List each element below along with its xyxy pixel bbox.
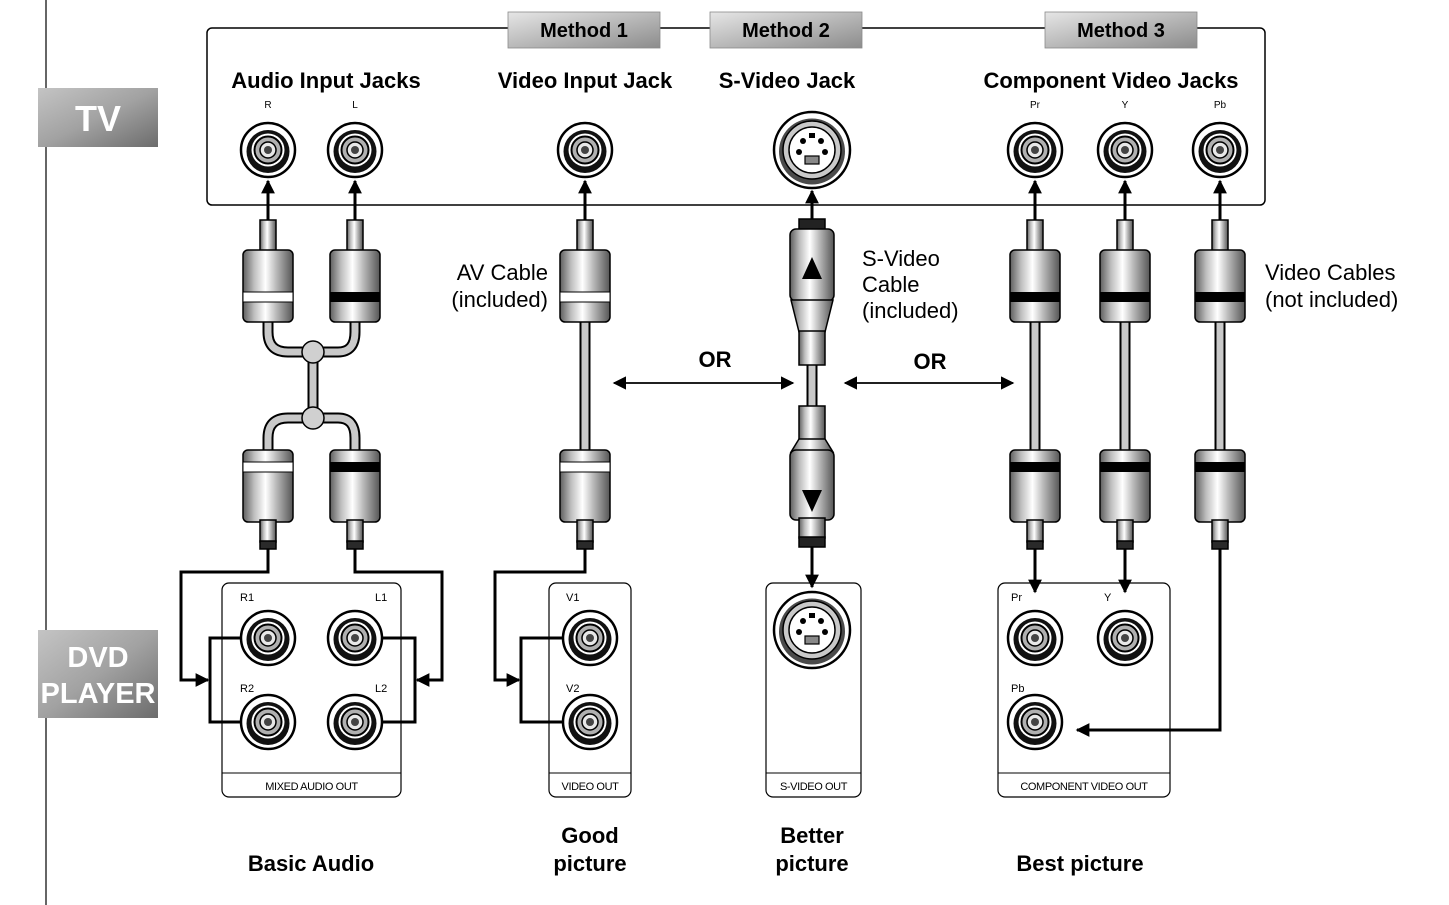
dvd-jack-label-v2: V2 — [566, 683, 579, 695]
svideo-plug-top — [789, 218, 835, 366]
method-2-tab: Method 2 — [709, 11, 863, 49]
tv-component-y-jack-icon — [1096, 121, 1154, 179]
video-wire — [493, 549, 587, 687]
video-cables-caption-line1: Video Cables — [1265, 260, 1395, 285]
dvd-player-label-line2: PLAYER — [41, 678, 156, 710]
dvd-jack-label-l1: L1 — [375, 592, 387, 604]
tv-jack-label-l: L — [352, 100, 358, 111]
av-cable-caption-line2: (included) — [451, 287, 548, 312]
tv-jack-label-r: R — [264, 100, 271, 111]
component-video-out-label: COMPONENT VIDEO OUT — [1020, 781, 1148, 793]
video-input-jack-heading: Video Input Jack — [498, 68, 673, 93]
audio-l-plug-top — [329, 219, 381, 323]
quality-method3: Best picture — [1016, 851, 1143, 876]
mixed-audio-out-label: MIXED AUDIO OUT — [265, 781, 358, 793]
dvd-svideo-jack-icon — [772, 590, 852, 670]
component-pr-plug-bottom — [1009, 449, 1061, 550]
or-label-2: OR — [914, 349, 947, 374]
tv-label: TV — [75, 98, 121, 139]
audio-cable-junction-top — [301, 340, 325, 364]
method-3-tab: Method 3 — [1044, 11, 1198, 49]
method-1-label: Method 1 — [540, 20, 628, 42]
dvd-component-pb-jack-icon — [1006, 693, 1064, 751]
dvd-jack-label-r2: R2 — [240, 683, 254, 695]
video-plug-top — [559, 219, 611, 323]
dvd-player-label-line1: DVD — [67, 642, 128, 674]
dvd-component-pr-jack-icon — [1006, 609, 1064, 667]
dvd-video-v1-jack-icon — [561, 609, 619, 667]
tv-svideo-jack-icon — [772, 110, 852, 190]
svideo-cable-caption-line3: (included) — [862, 298, 959, 323]
quality-method2-line2: picture — [775, 851, 848, 876]
audio-cable-tube — [262, 320, 361, 452]
dvd-jack-label-y: Y — [1104, 592, 1112, 604]
svideo-cable-caption-line2: Cable — [862, 272, 919, 297]
tv-audio-l-jack-icon — [326, 121, 384, 179]
video-bracket — [519, 636, 563, 724]
dvd-jack-label-pb: Pb — [1011, 683, 1024, 695]
svideo-down-arrow-icon — [802, 490, 822, 512]
dvd-jack-label-v1: V1 — [566, 592, 579, 604]
component-cable-tubes — [1029, 320, 1226, 452]
component-pb-plug-bottom — [1194, 449, 1246, 550]
video-plug-bottom — [559, 449, 611, 550]
audio-l-bracket — [382, 636, 417, 724]
tv-jack-label-pr: Pr — [1030, 100, 1041, 111]
svideo-plug-bottom — [789, 405, 835, 548]
svideo-up-arrow-icon — [802, 257, 822, 279]
component-y-plug-bottom — [1099, 449, 1151, 550]
dvd-video-v2-jack-icon — [561, 693, 619, 751]
tv-component-pr-jack-icon — [1006, 121, 1064, 179]
component-pb-plug-top — [1194, 219, 1246, 323]
dvd-audio-r2-jack-icon — [239, 693, 297, 751]
audio-r-plug-top — [242, 219, 294, 323]
tv-video-jack-icon — [556, 121, 614, 179]
audio-l-wire — [353, 549, 444, 687]
dvd-jack-label-l2: L2 — [375, 683, 387, 695]
svideo-jack-heading: S-Video Jack — [719, 68, 856, 93]
tv-audio-r-jack-icon — [239, 121, 297, 179]
tv-device-tag: TV — [38, 88, 158, 147]
quality-method1-line1: Good — [561, 823, 618, 848]
dvd-player-device-tag: DVD PLAYER — [38, 630, 158, 718]
quality-basic-audio: Basic Audio — [248, 851, 374, 876]
dvd-audio-l2-jack-icon — [326, 693, 384, 751]
audio-r-wire — [179, 549, 270, 687]
tv-component-pb-jack-icon — [1191, 121, 1249, 179]
method-2-label: Method 2 — [742, 20, 830, 42]
method-1-tab: Method 1 — [507, 11, 661, 49]
svideo-cable-caption-line1: S-Video — [862, 246, 940, 271]
av-cable-caption-line1: AV Cable — [457, 260, 548, 285]
svideo-out-label: S-VIDEO OUT — [780, 781, 848, 793]
audio-input-jacks-heading: Audio Input Jacks — [231, 68, 420, 93]
audio-r-plug-bottom — [242, 449, 294, 550]
dvd-jack-label-pr: Pr — [1011, 592, 1022, 604]
audio-cable-junction-bottom — [301, 406, 325, 430]
video-out-label: VIDEO OUT — [562, 781, 620, 793]
audio-r-bracket — [208, 636, 241, 724]
tv-jack-label-pb: Pb — [1214, 100, 1227, 111]
quality-method1-line2: picture — [553, 851, 626, 876]
method-3-label: Method 3 — [1077, 20, 1165, 42]
video-cables-caption-line2: (not included) — [1265, 287, 1398, 312]
quality-method2-line1: Better — [780, 823, 844, 848]
dvd-jack-label-r1: R1 — [240, 592, 254, 604]
dvd-audio-r1-jack-icon — [239, 609, 297, 667]
tv-panel — [206, 27, 1266, 206]
component-y-plug-top — [1099, 219, 1151, 323]
tv-jack-label-y: Y — [1122, 100, 1129, 111]
or-label-1: OR — [699, 347, 732, 372]
audio-l-plug-bottom — [329, 449, 381, 550]
dvd-audio-l1-jack-icon — [326, 609, 384, 667]
component-video-jacks-heading: Component Video Jacks — [983, 68, 1238, 93]
dvd-component-y-jack-icon — [1096, 609, 1154, 667]
component-pb-wire — [1075, 549, 1222, 737]
component-pr-plug-top — [1009, 219, 1061, 323]
